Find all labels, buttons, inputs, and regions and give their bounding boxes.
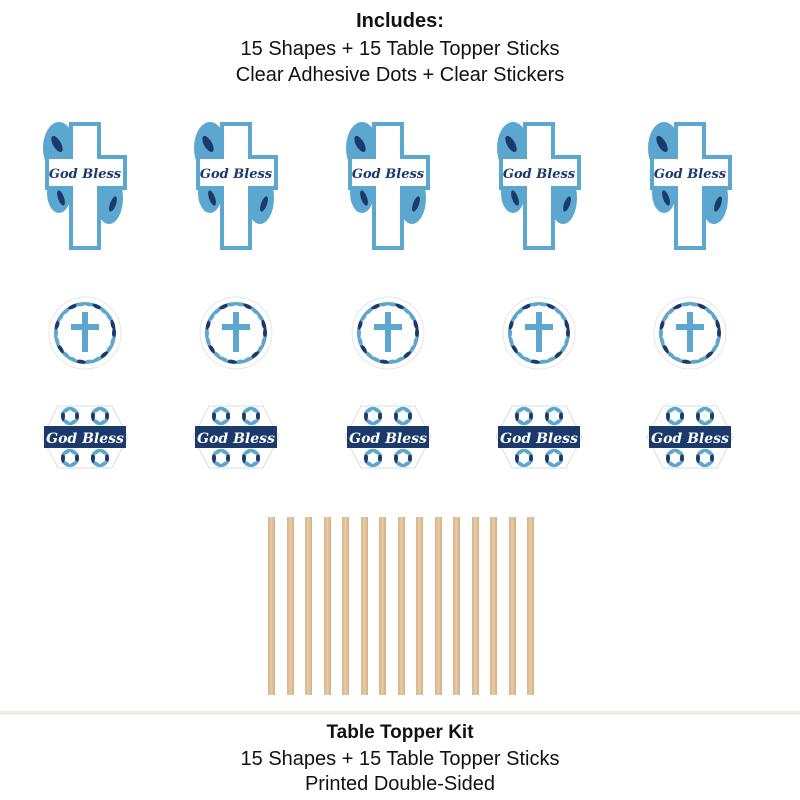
includes-line-2: Clear Adhesive Dots + Clear Stickers xyxy=(235,64,565,86)
wreath-cross-shape xyxy=(198,294,274,377)
hexagon-god-bless-text: God Bless xyxy=(197,431,275,447)
topper-stick xyxy=(360,517,368,695)
topper-stick xyxy=(323,517,331,695)
includes-line-1: 15 Shapes + 15 Table Topper Sticks xyxy=(240,38,560,60)
kit-line-1: 15 Shapes + 15 Table Topper Sticks xyxy=(240,748,560,770)
hexagon-god-bless-text: God Bless xyxy=(46,431,124,447)
cross-god-bless-text: God Bless xyxy=(352,167,425,182)
hexagon-shape: God Bless xyxy=(343,404,433,475)
hexagon-god-bless-text: God Bless xyxy=(651,431,729,447)
cross-shape: God Bless xyxy=(342,118,434,257)
topper-stick xyxy=(342,517,349,695)
cross-shape: God Bless xyxy=(39,118,131,257)
hexagon-god-bless-text: God Bless xyxy=(349,431,427,447)
topper-stick xyxy=(268,517,275,695)
includes-title: Includes: xyxy=(356,10,444,32)
hexagon-shape: God Bless xyxy=(40,404,130,475)
hexagon-shape: God Bless xyxy=(191,404,281,475)
divider xyxy=(0,711,800,715)
cross-god-bless-text: God Bless xyxy=(49,167,122,182)
topper-stick xyxy=(508,517,516,695)
topper-stick xyxy=(453,517,460,695)
hexagon-god-bless-text: God Bless xyxy=(500,431,578,447)
wreath-cross-shape xyxy=(652,294,728,377)
topper-stick xyxy=(416,517,423,695)
topper-stick xyxy=(379,517,386,695)
topper-stick xyxy=(286,517,294,695)
wreath-cross-shape xyxy=(350,294,426,377)
cross-shape: God Bless xyxy=(493,118,585,257)
topper-stick xyxy=(490,517,497,695)
topper-stick xyxy=(434,517,442,695)
topper-stick xyxy=(471,517,479,695)
kit-line-2: Printed Double-Sided xyxy=(304,773,496,795)
cross-god-bless-text: God Bless xyxy=(200,167,273,182)
hexagon-shape: God Bless xyxy=(645,404,735,475)
cross-shape: God Bless xyxy=(190,118,282,257)
cross-god-bless-text: God Bless xyxy=(654,167,727,182)
topper-stick xyxy=(305,517,312,695)
topper-stick xyxy=(527,517,534,695)
cross-god-bless-text: God Bless xyxy=(503,167,576,182)
wreath-cross-shape xyxy=(501,294,577,377)
cross-shape: God Bless xyxy=(644,118,736,257)
hexagon-shape: God Bless xyxy=(494,404,584,475)
kit-title: Table Topper Kit xyxy=(326,722,474,743)
wreath-cross-shape xyxy=(47,294,123,377)
topper-stick xyxy=(397,517,405,695)
